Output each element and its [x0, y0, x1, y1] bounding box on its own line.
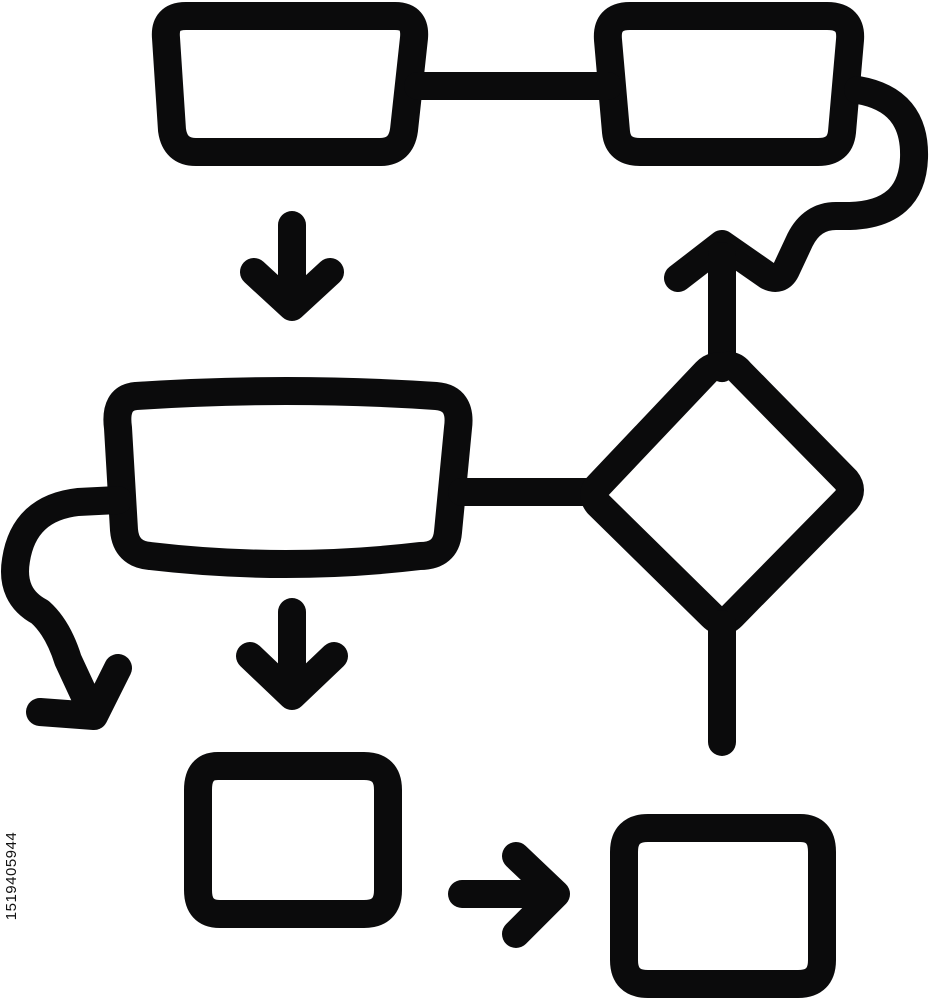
process-box-bottom-left: [184, 752, 402, 928]
process-box-bottom-right: [610, 814, 836, 998]
arrow-down-upper-icon: [240, 211, 344, 321]
arrow-down-lower-icon: [236, 598, 348, 710]
stock-id-label: 1519405944: [3, 831, 20, 921]
process-box-top-left: [151, 2, 429, 166]
arrow-right-bottom-icon: [448, 842, 570, 948]
curved-arrow-right: [664, 76, 929, 292]
process-box-top-right: [593, 2, 865, 166]
process-box-middle: [103, 377, 473, 578]
curved-arrow-left: [1, 486, 132, 730]
decision-diamond: [580, 351, 864, 635]
